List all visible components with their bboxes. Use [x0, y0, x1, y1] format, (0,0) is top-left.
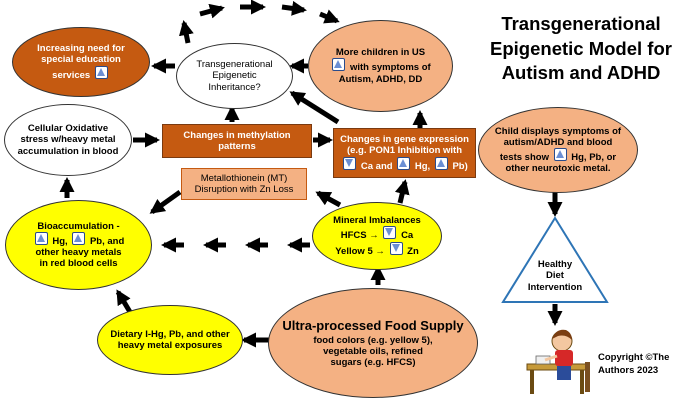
node-text: Transgenerational — [196, 59, 273, 71]
node-more-children: More children in US with symptoms of Aut… — [308, 20, 453, 112]
node-text-row: with symptoms of — [330, 58, 431, 74]
up-arrow-icon — [553, 148, 567, 161]
title-line: Transgenerational — [501, 13, 661, 34]
node-text: Autism, ADHD, DD — [338, 73, 423, 85]
node-text: Dietary I-Hg, Pb, and other — [110, 328, 230, 340]
node-healthy-diet: Healthy Diet Intervention — [520, 253, 590, 299]
node-text-row: Hg, Pb, and — [33, 231, 125, 247]
node-text: food colors (e.g. yellow 5), — [313, 334, 433, 346]
arrow-mt-to-bioacc — [149, 189, 182, 215]
node-metallothionein: Metallothionein (MT) Disruption with Zn … — [181, 168, 307, 200]
node-text: sugars (e.g. HFCS) — [330, 357, 416, 369]
node-text: special education — [41, 54, 121, 66]
arrow-dietary-to-bioacc — [115, 289, 133, 314]
node-text: stress w/heavy metal — [20, 134, 116, 146]
node-text: Ca — [401, 230, 414, 242]
arrow-arc-2 — [199, 3, 225, 19]
node-text: Metallothionein (MT) — [200, 172, 288, 184]
node-text: Zn — [407, 245, 419, 257]
node-dietary: Dietary I-Hg, Pb, and other heavy metal … — [97, 305, 243, 375]
node-text: Diet — [546, 270, 564, 282]
down-arrow-icon — [383, 226, 397, 240]
node-text-row: tests show Hg, Pb, or — [500, 148, 616, 163]
right-arrow-icon: → — [375, 245, 385, 257]
right-arrow-icon: → — [369, 230, 379, 242]
node-text: with symptoms of — [349, 62, 431, 74]
title-line: Autism and ADHD — [501, 62, 661, 84]
node-bioaccumulation: Bioaccumulation - Hg, Pb, and other heav… — [5, 200, 152, 290]
node-text: Hg, — [52, 235, 68, 247]
node-text: Healthy — [537, 259, 573, 271]
node-text: patterns — [218, 141, 256, 152]
page-title: Transgenerational Epigenetic Model for A… — [472, 12, 690, 86]
up-arrow-icon — [434, 156, 448, 170]
node-text-row: Yellow 5 → Zn — [335, 241, 419, 257]
up-arrow-icon — [34, 231, 48, 245]
node-text: autism/ADHD and blood — [503, 136, 613, 148]
copyright-line: Authors 2023 — [598, 364, 659, 376]
arrow-arc-1 — [178, 20, 194, 44]
up-arrow-icon — [94, 65, 108, 79]
copyright-line: Copyright ©The — [598, 352, 670, 363]
node-text: other neurotoxic metal. — [505, 163, 611, 175]
copyright-notice: Copyright ©The Authors 2023 — [598, 352, 669, 378]
up-arrow-icon — [332, 58, 346, 72]
node-text: Increasing need for — [37, 43, 125, 55]
node-text: Child displays symptoms of — [494, 125, 622, 137]
node-text: Changes in gene expression — [340, 134, 469, 146]
up-arrow-icon — [72, 231, 86, 245]
node-text: heavy metal exposures — [117, 340, 223, 351]
node-methylation: Changes in methylation patterns — [162, 124, 312, 158]
node-text: vegetable oils, refined — [323, 346, 423, 358]
node-text: Epigenetic — [212, 70, 257, 82]
node-text: in red blood cells — [39, 258, 118, 270]
node-special-education: Increasing need for special education se… — [12, 27, 150, 97]
node-text: Mineral Imbalances — [333, 215, 421, 227]
node-text: tests show — [499, 152, 549, 163]
node-text: More children in US — [335, 47, 426, 59]
node-text: Yellow 5 — [335, 245, 373, 257]
node-mineral-imbalances: Mineral Imbalances HFCS → Ca Yellow 5 → … — [312, 202, 442, 270]
node-text: Hg, Pb, or — [571, 152, 617, 163]
node-text: Cellular Oxidative — [27, 123, 109, 135]
node-text: Pb, and — [89, 235, 125, 247]
arrow-mineral-to-gene — [394, 179, 410, 204]
node-text: services — [52, 69, 91, 81]
down-arrow-icon — [343, 156, 357, 170]
node-text: HFCS — [340, 230, 367, 242]
node-text: Intervention — [527, 281, 583, 293]
node-text: Hg, — [414, 160, 431, 172]
arrow-arc-4 — [281, 0, 307, 16]
node-text: other heavy metals — [35, 247, 122, 258]
node-text-row: Ca and Hg, Pb) — [341, 156, 468, 172]
node-text: Ca and — [360, 160, 393, 172]
node-text: accumulation in blood — [17, 145, 119, 157]
node-food-supply: Ultra-processed Food Supply food colors … — [268, 288, 478, 398]
node-text: Bioaccumulation - — [37, 220, 120, 232]
node-text: Disruption with Zn Loss — [194, 184, 294, 195]
arrow-arc-5 — [319, 9, 340, 24]
title-line: Epigenetic Model for — [490, 37, 672, 59]
node-text: Pb) — [452, 160, 468, 172]
child-desk-illustration — [526, 329, 590, 394]
node-gene-expression: Changes in gene expression (e.g. PON1 In… — [333, 128, 476, 178]
node-text: Changes in methylation — [183, 129, 291, 141]
node-text-row: HFCS → Ca — [341, 226, 413, 241]
node-heading: Ultra-processed Food Supply — [282, 317, 464, 333]
node-oxidative-stress: Cellular Oxidative stress w/heavy metal … — [4, 104, 132, 176]
node-inheritance: Transgenerational Epigenetic Inheritance… — [176, 43, 293, 109]
up-arrow-icon — [397, 156, 411, 170]
healthy-diet-triangle — [501, 216, 609, 303]
arrow-gene-to-inheritance — [289, 90, 340, 125]
node-text: (e.g. PON1 Inhibition with — [346, 145, 463, 157]
arrow-mineral-to-mt — [315, 190, 342, 208]
node-text: Inheritance? — [208, 81, 261, 93]
node-child-symptoms: Child displays symptoms of autism/ADHD a… — [478, 107, 638, 193]
down-arrow-icon — [389, 241, 403, 255]
node-text-row: services — [52, 65, 110, 81]
